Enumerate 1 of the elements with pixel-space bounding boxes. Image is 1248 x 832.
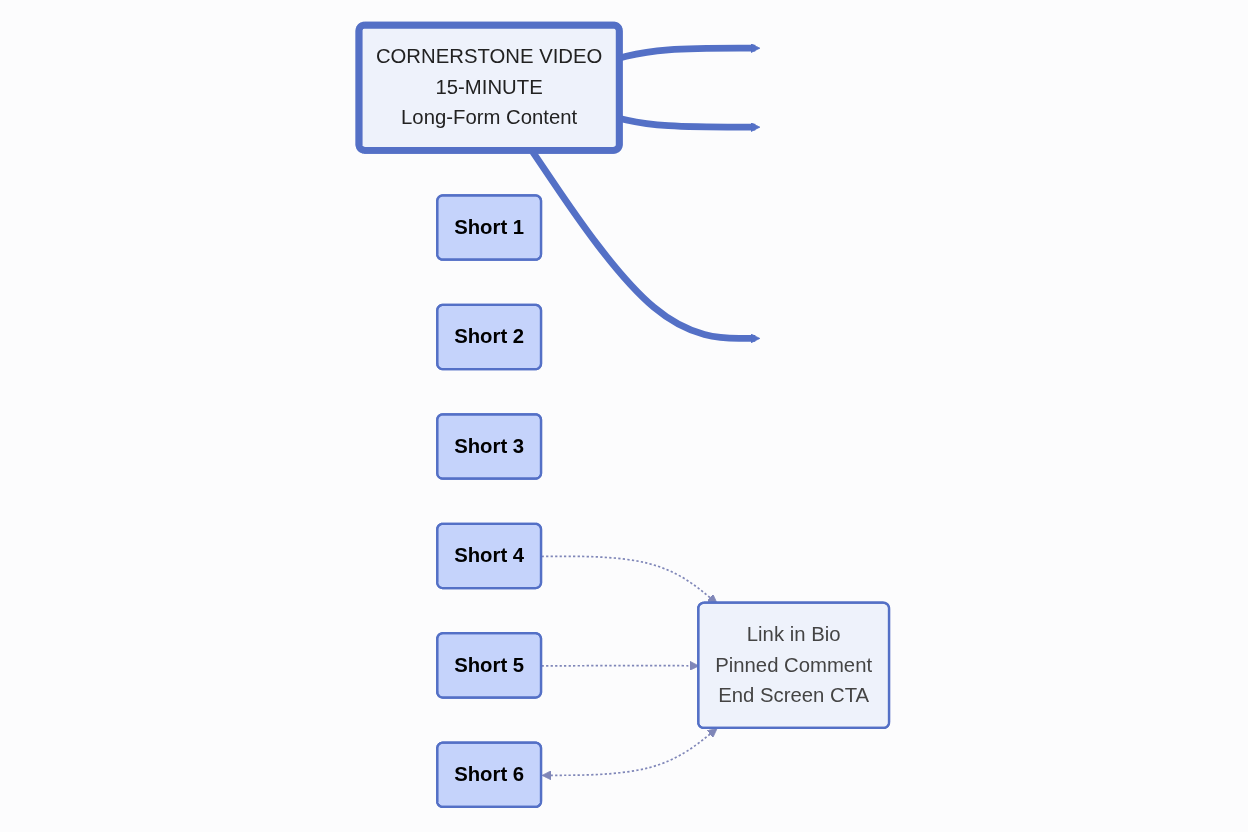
arrow: [541, 728, 718, 781]
